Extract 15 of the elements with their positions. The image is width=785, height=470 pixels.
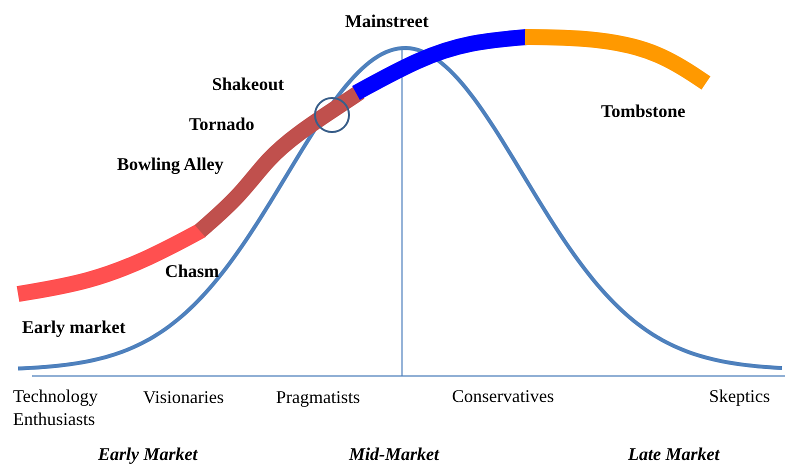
segment-label: Early Market xyxy=(98,443,198,466)
adopter-label: Visionaries xyxy=(143,386,224,408)
stage-label: Early market xyxy=(22,316,126,338)
stage-label: Mainstreet xyxy=(345,10,429,32)
adopter-label: Conservatives xyxy=(452,385,554,408)
stage-label: Tombstone xyxy=(601,100,686,122)
stage-label: Tornado xyxy=(189,113,254,136)
stage-label: Bowling Alley xyxy=(117,153,224,176)
adopter-label: Pragmatists xyxy=(276,386,360,408)
adopter-label: Technology Enthusiasts xyxy=(13,385,99,430)
segment-label: Mid-Market xyxy=(349,443,439,466)
stage-label: Chasm xyxy=(165,260,220,282)
stage-label: Shakeout xyxy=(212,73,284,96)
adopter-label: Skeptics xyxy=(709,385,770,408)
segment-label: Late Market xyxy=(628,443,720,466)
